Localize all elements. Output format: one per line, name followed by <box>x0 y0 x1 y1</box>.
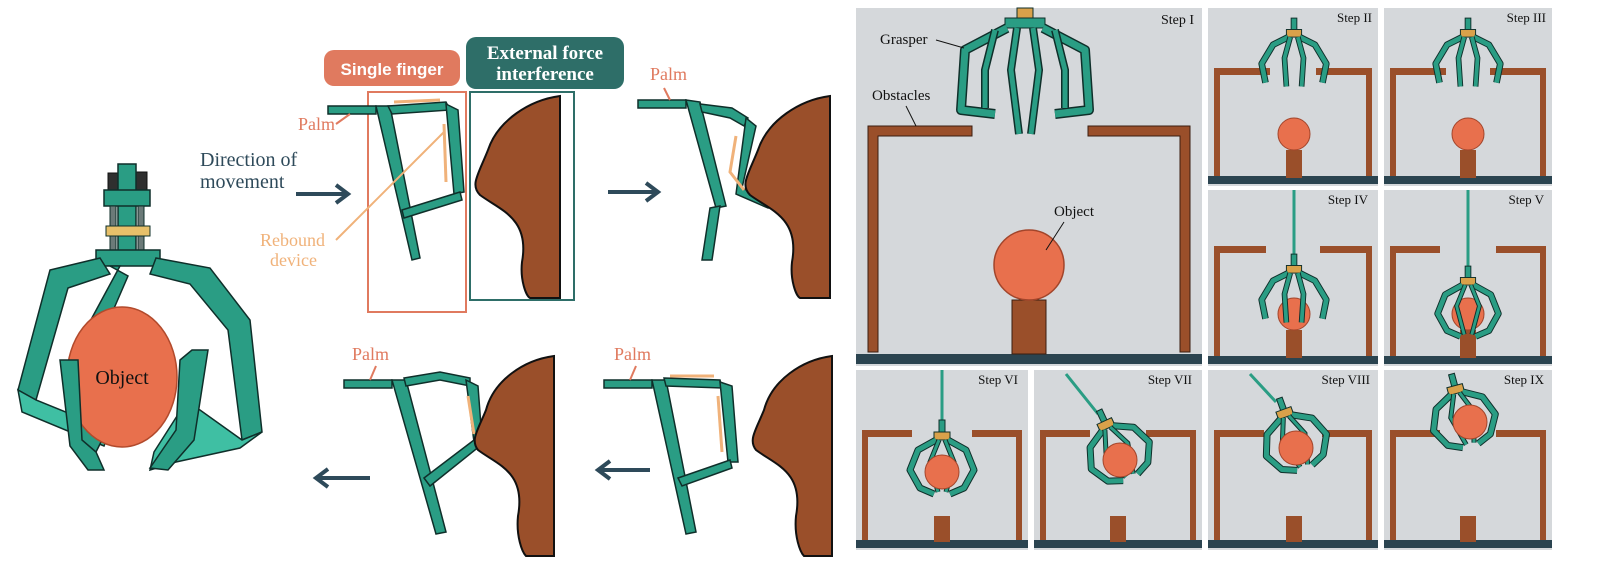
arrow-left-1 <box>312 467 370 489</box>
panel-step-9: Step IX <box>1384 366 1552 550</box>
step-3-label: Step III <box>1507 10 1546 25</box>
step-2-label: Step II <box>1337 10 1372 25</box>
panel-step-1: Step I Grasper Obstacles Object <box>856 7 1202 366</box>
cliff-stage-3 <box>751 354 833 557</box>
single-finger-frame <box>367 91 467 313</box>
step-5-label: Step V <box>1508 192 1544 207</box>
direction-line2: movement <box>200 171 285 193</box>
external-force-frame <box>469 91 575 301</box>
object-3d-label: Object <box>95 367 149 389</box>
step-4-label: Step IV <box>1328 192 1369 207</box>
external-force-tag <box>466 37 624 89</box>
cliff-stage-4 <box>473 354 555 557</box>
panel-step-7: Step VII <box>1034 370 1202 550</box>
panel-step-3: Step III <box>1384 8 1552 186</box>
palm-label-4: Palm <box>614 344 651 364</box>
arrow-right-2 <box>608 181 662 203</box>
direction-line1: Direction of <box>200 149 298 171</box>
panel-step-4: Step IV <box>1208 190 1378 366</box>
finger-stage-2 <box>637 99 771 261</box>
finger-stage-4 <box>343 371 483 535</box>
grasper-label: Grasper <box>880 32 927 48</box>
cliff-stage-1 <box>474 94 561 299</box>
external-force-tag-line2: interference <box>496 64 594 85</box>
palm-label-1: Palm <box>298 114 335 134</box>
step-1-label: Step I <box>1161 13 1194 28</box>
arrow-left-2 <box>594 459 650 481</box>
object-step-1 <box>993 229 1065 301</box>
step-panels: Step I Grasper Obstacles Object Step II <box>856 7 1552 550</box>
single-finger-tag-text: Single finger <box>341 60 444 79</box>
panel-step-5: Step V <box>1384 190 1552 366</box>
palm-label-2: Palm <box>650 64 687 84</box>
finger-stage-3 <box>603 374 739 535</box>
panel-step-2: Step II <box>1208 8 1378 186</box>
single-finger-diagram: Single finger External force interferenc… <box>200 37 833 557</box>
step-9-label: Step IX <box>1504 372 1545 387</box>
single-finger-tag <box>324 50 460 86</box>
arrow-right-1 <box>296 183 352 205</box>
palm-label-3: Palm <box>352 344 389 364</box>
grasper-step-1 <box>956 7 1094 135</box>
object-label: Object <box>1054 204 1095 220</box>
rebound-label-line1: Rebound <box>260 230 325 250</box>
step-7-label: Step VII <box>1148 372 1192 387</box>
grasper-3d: Object <box>16 163 263 472</box>
panel-step-6: Step VI <box>856 370 1028 550</box>
panel-step-8: Step VIII <box>1208 370 1378 550</box>
rebound-label-line2: device <box>270 250 317 270</box>
external-force-tag-line1: External force <box>487 43 603 64</box>
step-8-label: Step VIII <box>1321 372 1370 387</box>
step-6-label: Step VI <box>978 372 1018 387</box>
finger-stage-1 <box>327 98 465 261</box>
obstacles-label: Obstacles <box>872 88 930 104</box>
cliff-stage-2 <box>744 94 831 299</box>
